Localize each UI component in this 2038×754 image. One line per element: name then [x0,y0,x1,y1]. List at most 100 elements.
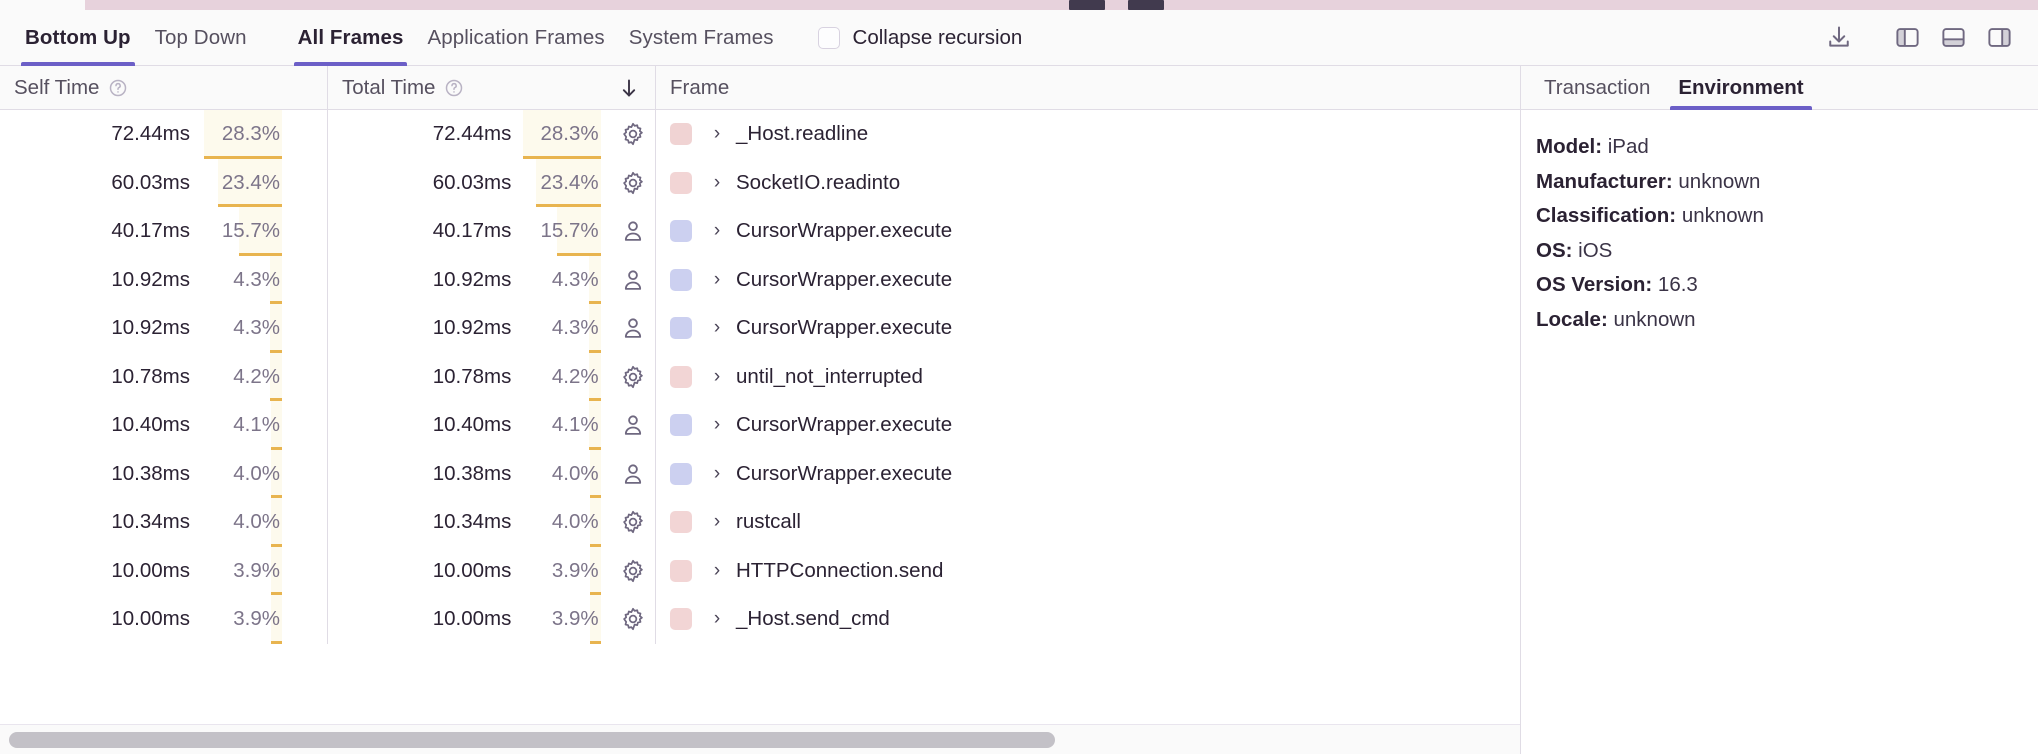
help-icon[interactable] [444,78,464,98]
chevron-right-icon[interactable]: › [713,462,721,484]
tab-top-down[interactable]: Top Down [154,25,247,49]
frame-name[interactable]: CursorWrapper.execute [736,267,953,291]
percent-fill [588,304,601,353]
tab-transaction[interactable]: Transaction [1544,75,1651,99]
frame-color-swatch [670,268,692,291]
self-time-value: 10.00ms [111,558,190,582]
frame-name[interactable]: CursorWrapper.execute [736,316,953,340]
layout-left-panel-icon[interactable] [1884,15,1930,61]
percent-fill [589,498,601,547]
chevron-right-icon[interactable]: › [713,123,721,145]
cell-frame: › SocketIO.readinto [656,159,1520,208]
percent-fill [589,546,601,595]
percent-fill [270,352,282,401]
chevron-right-icon[interactable]: › [713,220,721,242]
percent-bar [271,543,282,547]
percent-bar [271,640,282,644]
frame-name[interactable]: rustcall [736,510,801,534]
column-header-self-time[interactable]: Self Time [0,66,328,109]
tab-bottom-up[interactable]: Bottom Up [13,10,143,66]
person-icon[interactable] [611,315,655,341]
column-header-total-time-label: Total Time [342,75,436,99]
tab-system-frames[interactable]: System Frames [628,25,774,49]
gear-icon[interactable] [611,121,655,147]
detail-row: Model: iPad [1536,130,2038,165]
frame-name[interactable]: SocketIO.readinto [736,170,901,194]
download-icon[interactable] [1816,15,1862,61]
chevron-right-icon[interactable]: › [713,171,721,193]
collapse-recursion-checkbox[interactable]: Collapse recursion [817,26,1022,50]
gear-icon[interactable] [611,170,655,196]
frame-name[interactable]: CursorWrapper.execute [736,219,953,243]
self-time-value: 10.34ms [111,510,190,534]
table-header-row: Self Time Total Time [0,66,1520,110]
tab-environment[interactable]: Environment [1670,66,1812,110]
chevron-right-icon[interactable]: › [713,511,721,533]
chevron-right-icon[interactable]: › [713,608,721,630]
self-time-value: 10.00ms [111,607,190,631]
tab-all-frames[interactable]: All Frames [286,10,416,66]
total-time-value: 10.00ms [432,607,512,631]
percent-cell-self: 4.0% [204,449,282,498]
total-time-value: 10.00ms [432,558,512,582]
gear-icon[interactable] [611,364,655,390]
cell-frame: › CursorWrapper.execute [656,256,1520,305]
frame-name[interactable]: _Host.readline [736,122,869,146]
column-header-frame[interactable]: Frame [656,66,1520,109]
frame-name[interactable]: until_not_interrupted [736,364,923,388]
tab-application-frames[interactable]: Application Frames [427,25,605,49]
percent-fill [588,255,601,304]
person-icon[interactable] [611,218,655,244]
chevron-right-icon[interactable]: › [713,414,721,436]
percent-label: 15.7% [540,219,599,243]
chevron-right-icon[interactable]: › [713,365,721,387]
layout-right-panel-icon[interactable] [1976,15,2022,61]
frame-name[interactable]: HTTPConnection.send [736,558,944,582]
person-icon[interactable] [611,412,655,438]
self-time-value: 10.40ms [111,413,190,437]
self-time-value: 72.44ms [111,122,190,146]
chevron-right-icon[interactable]: › [713,317,721,339]
person-icon[interactable] [611,267,655,293]
percent-cell-self: 3.9% [204,595,282,644]
frame-name[interactable]: CursorWrapper.execute [736,413,953,437]
percent-bar [271,592,282,595]
percent-cell-total: 28.3% [522,110,601,159]
horizontal-scrollbar[interactable] [0,724,1520,754]
horizontal-scrollbar-thumb[interactable] [9,731,1055,748]
percent-label: 4.3% [233,267,280,291]
layout-bottom-panel-icon[interactable] [1930,15,1976,61]
frame-color-swatch [670,559,692,582]
total-time-value: 10.34ms [432,510,512,534]
total-time-value: 10.92ms [432,316,512,340]
gear-icon[interactable] [611,606,655,632]
frame-name[interactable]: CursorWrapper.execute [736,461,953,485]
column-header-total-time[interactable]: Total Time [328,66,656,109]
gear-icon[interactable] [611,509,655,535]
person-icon[interactable] [611,461,655,487]
frame-name[interactable]: _Host.send_cmd [736,607,890,631]
total-time-value: 10.40ms [432,413,512,437]
detail-key: Manufacturer: [1536,169,1673,193]
chevron-right-icon[interactable]: › [713,268,721,290]
sort-descending-icon[interactable] [617,76,641,100]
percent-fill [589,449,601,498]
help-icon[interactable] [108,78,128,98]
detail-key: OS: [1536,238,1573,262]
gear-icon[interactable] [611,558,655,584]
checkbox-icon[interactable] [817,26,840,49]
chevron-right-icon[interactable]: › [713,559,721,581]
